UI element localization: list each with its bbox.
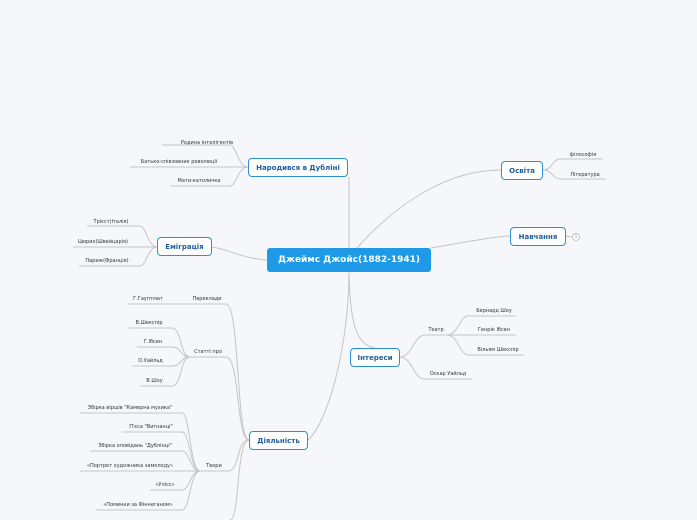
- leaf-article-0[interactable]: В.Шекспір: [135, 320, 163, 326]
- root-topic[interactable]: Джеймс Джойс(1882-1941): [267, 248, 431, 272]
- topic-study[interactable]: Навчання: [510, 227, 566, 246]
- connector-line: [430, 235, 511, 249]
- leaf-theatre-1[interactable]: Генрік Ібсен: [477, 327, 511, 333]
- leaf-born-0[interactable]: Родина інтелігентів: [180, 140, 234, 146]
- collapse-count-badge[interactable]: 1: [572, 233, 580, 241]
- connector-line: [356, 169, 502, 249]
- connector-line: [190, 356, 250, 441]
- connector-line: [542, 158, 603, 171]
- sub-translations[interactable]: Переклади: [192, 296, 222, 302]
- connector-line: [542, 169, 606, 180]
- leaf-work-1[interactable]: П'єса "Вигнанці": [129, 424, 173, 430]
- connector-line: [129, 327, 191, 358]
- connector-line: [399, 356, 472, 380]
- leaf-emigration-2[interactable]: Париж(Франція): [85, 258, 129, 264]
- leaf-born-1[interactable]: Батько-співзовник революції: [140, 159, 218, 165]
- connector-line: [170, 166, 249, 187]
- leaf-work-0[interactable]: Збірка віршів "Камерна музика": [87, 405, 173, 411]
- leaf-education-0[interactable]: філософія: [569, 152, 597, 158]
- connector-line: [229, 439, 250, 520]
- sub-oscar-wilde[interactable]: Оскар Уайльд: [429, 371, 467, 377]
- leaf-work-4[interactable]: «Улісс»: [155, 482, 175, 488]
- topic-interests[interactable]: Інтереси: [350, 348, 400, 367]
- leaf-theatre-0[interactable]: Бернард Шоу: [476, 308, 512, 314]
- connector-line: [122, 431, 201, 472]
- connector-line: [307, 271, 350, 441]
- leaf-article-1[interactable]: Г.Ібсен: [143, 339, 163, 345]
- leaf-theatre-2[interactable]: Вільям Шекспір: [477, 347, 519, 353]
- connector-line: [79, 246, 158, 267]
- leaf-emigration-1[interactable]: Цюрих(Швейцарія): [77, 239, 129, 245]
- sub-works[interactable]: Твори: [206, 463, 222, 469]
- connector-line: [87, 225, 158, 248]
- sub-theatre[interactable]: Театр: [428, 327, 444, 333]
- connector-line: [565, 235, 573, 238]
- leaf-translation-0[interactable]: Г.Гауптмат: [133, 296, 163, 302]
- connector-line: [140, 356, 191, 387]
- connector-line: [446, 315, 516, 336]
- connector-line: [399, 334, 447, 358]
- leaf-born-2[interactable]: Мати-католичка: [177, 178, 221, 184]
- leaf-work-3[interactable]: «Портрет художника замолоду»: [86, 463, 174, 469]
- connector-line: [162, 144, 249, 168]
- connector-line: [137, 346, 191, 358]
- leaf-work-2[interactable]: Збірка оповідань "Дублінці": [98, 443, 172, 449]
- connector-line: [211, 246, 268, 261]
- topic-emigration[interactable]: Еміграція: [157, 237, 212, 256]
- leaf-emigration-0[interactable]: Трієст(Італія): [93, 219, 129, 225]
- connector-line: [96, 470, 201, 511]
- connector-line: [90, 450, 201, 472]
- topic-activity[interactable]: Діяльність: [249, 431, 308, 450]
- connector-line: [188, 303, 250, 441]
- leaf-education-1[interactable]: Література: [570, 172, 600, 178]
- leaf-work-5[interactable]: «Поминки за Фіннеганом»: [103, 502, 173, 508]
- topic-education[interactable]: Освіта: [501, 161, 543, 180]
- topic-born-in-dublin[interactable]: Народився в Дубліні: [248, 158, 348, 177]
- sub-articles[interactable]: Статті про: [194, 349, 222, 355]
- leaf-article-2[interactable]: О.Уайльд: [138, 358, 163, 364]
- leaf-article-3[interactable]: В.Шоу: [146, 378, 163, 384]
- connector-line: [348, 271, 376, 349]
- connector-line: [200, 439, 250, 472]
- connector-line: [446, 334, 524, 356]
